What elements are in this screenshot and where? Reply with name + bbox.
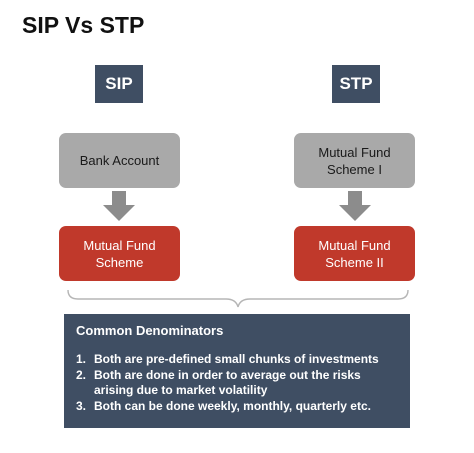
sip-header-label: SIP (105, 74, 133, 93)
sip-target-box: Mutual Fund Scheme (59, 226, 180, 281)
list-item-number: 2. (76, 367, 87, 382)
stp-target-box: Mutual Fund Scheme II (294, 226, 415, 281)
stp-source-line-1: Mutual Fund (318, 144, 391, 160)
stp-down-arrow-icon (339, 191, 371, 221)
common-denominators-heading: Common Denominators (76, 323, 224, 338)
list-item-text: Both are pre-defined small chunks of inv… (94, 352, 379, 366)
sip-source-box: Bank Account (59, 133, 180, 188)
sip-header: SIP (95, 65, 143, 103)
sip-target-line-1: Mutual Fund (83, 237, 156, 253)
sip-source-line-1: Bank Account (79, 153, 160, 168)
list-item: 1. Both are pre-defined small chunks of … (76, 352, 400, 368)
stp-source-line-2: Scheme I (327, 161, 382, 177)
sip-down-arrow-icon (103, 191, 135, 221)
list-item-number: 3. (76, 398, 87, 413)
sip-target-line-2: Scheme (95, 254, 144, 270)
stp-header: STP (332, 65, 380, 103)
stp-target-line-2: Scheme II (325, 254, 384, 270)
list-item: 3. Both can be done weekly, monthly, qua… (76, 399, 400, 415)
list-item-text: Both can be done weekly, monthly, quarte… (94, 398, 371, 413)
list-item-text: Both are done in order to average out th… (94, 367, 361, 398)
diagram-title: SIP Vs STP (22, 12, 145, 38)
stp-target-line-1: Mutual Fund (318, 237, 391, 253)
common-denominators-list: 1. Both are pre-defined small chunks of … (76, 352, 400, 414)
stp-header-label: STP (339, 74, 373, 93)
stp-source-box: Mutual Fund Scheme I (294, 133, 415, 188)
list-item: 2. Both are done in order to average out… (76, 368, 400, 399)
list-item-number: 1. (76, 352, 87, 366)
grouping-brace-icon (67, 289, 409, 308)
common-denominators-panel: Common Denominators 1. Both are pre-defi… (64, 314, 410, 428)
